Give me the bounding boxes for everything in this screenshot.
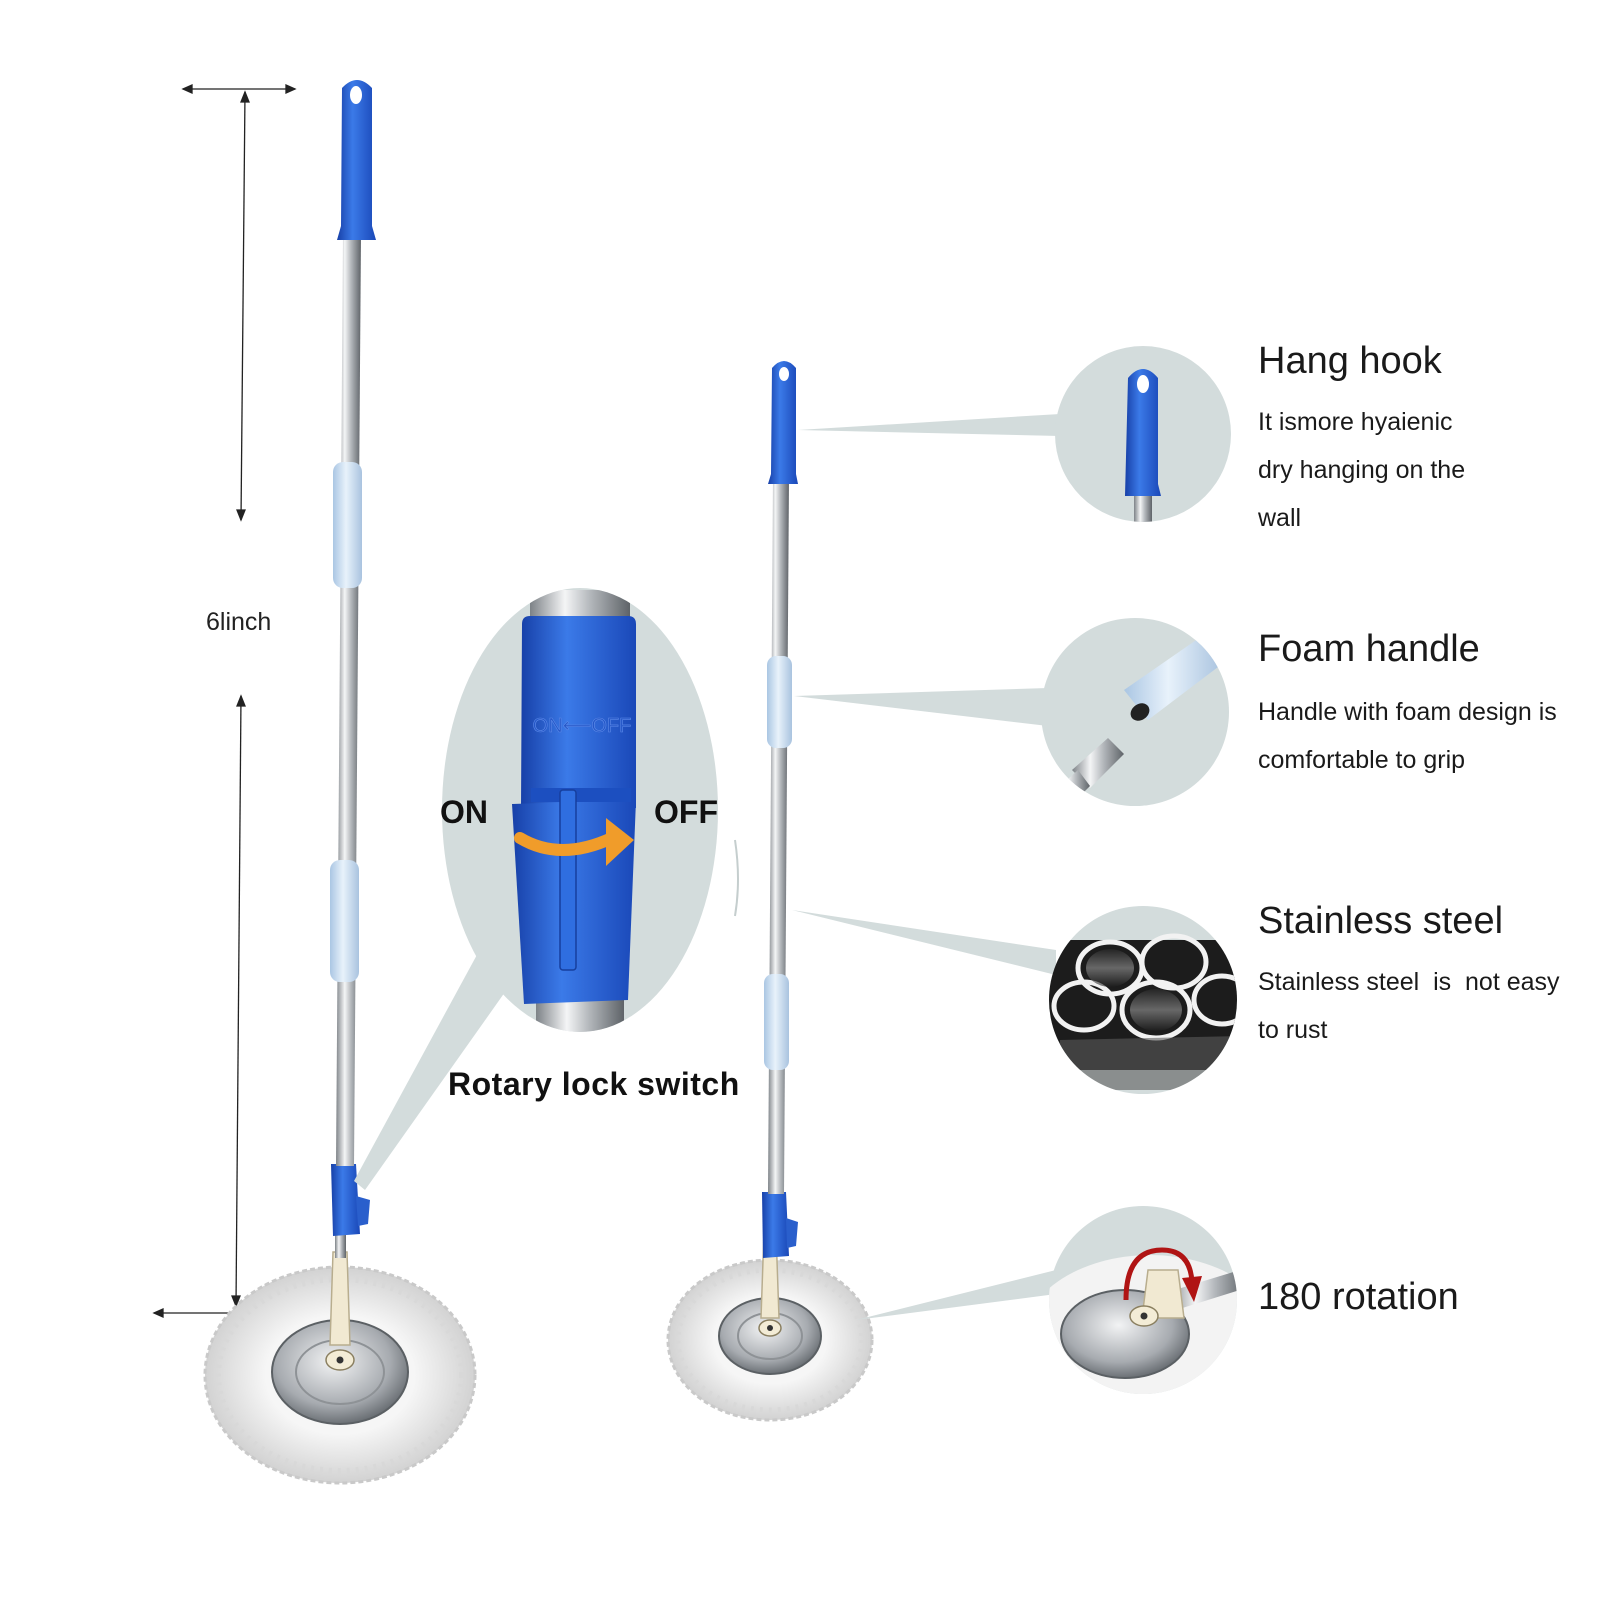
- foam-handle-callout: [1041, 618, 1229, 806]
- mop-head-right: [666, 1258, 874, 1422]
- feature-title-stainless-steel: Stainless steel: [1258, 900, 1504, 942]
- lock-switch-callout: ON⟵OFF: [354, 588, 739, 1190]
- mop-right: [666, 361, 874, 1422]
- hang-hook-callout: [1055, 346, 1231, 522]
- on-off-embossed-text: ON⟵OFF: [533, 715, 632, 737]
- mop-head-left: [203, 1265, 477, 1485]
- height-dimension-marker: [152, 83, 308, 1319]
- mop-left: [203, 80, 477, 1485]
- rotary-lock-switch-right: [762, 1192, 798, 1258]
- rotary-lock-switch-caption: Rotary lock switch: [448, 1066, 740, 1102]
- feature-description-foam-handle: Handle with foam design is comfortable t…: [1258, 698, 1557, 774]
- callout-beams: [792, 414, 1060, 1320]
- foam-grip-right: [764, 656, 792, 1070]
- foam-grip-left: [330, 462, 362, 982]
- stainless-steel-callout: [1049, 906, 1237, 1094]
- feature-title-foam-handle: Foam handle: [1258, 628, 1480, 670]
- rotary-lock-switch-left: [331, 1164, 370, 1236]
- hang-hook-handle-left: [337, 80, 376, 240]
- feature-title-180-rotation: 180 rotation: [1258, 1276, 1459, 1318]
- feature-description-hang-hook: It ismore hyaienic dry hanging on the wa…: [1258, 408, 1466, 532]
- height-dimension-label: 6linch: [206, 608, 272, 636]
- rotation-callout: [1049, 1206, 1237, 1394]
- on-label: ON: [440, 794, 488, 830]
- feature-title-hang-hook: Hang hook: [1258, 340, 1442, 382]
- off-label: OFF: [654, 794, 718, 830]
- hang-hook-handle-right: [768, 361, 798, 484]
- feature-description-stainless-steel: Stainless steel is not easy to rust: [1258, 968, 1560, 1044]
